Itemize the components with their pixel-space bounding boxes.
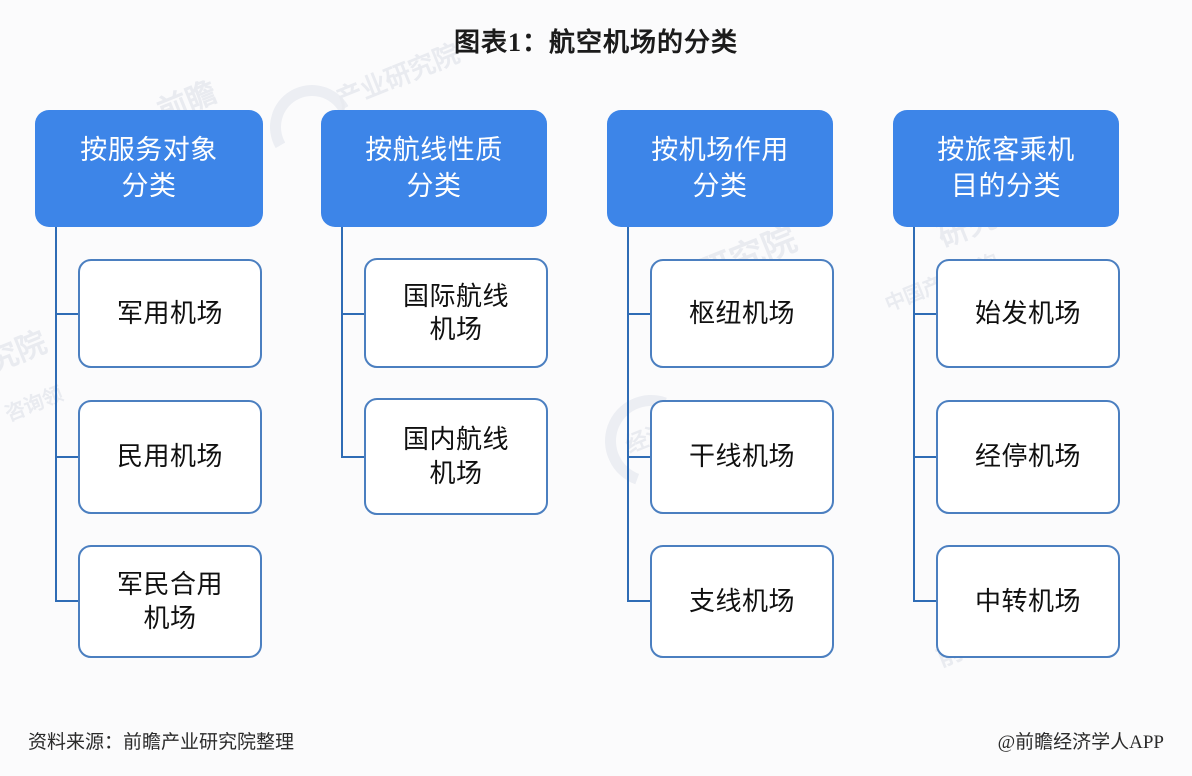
connector-branch bbox=[55, 313, 80, 315]
connector-branch bbox=[913, 456, 938, 458]
child-box-label: 经停机场 bbox=[974, 442, 1081, 472]
column-header-box-4[interactable]: 按旅客乘机 目的分类 bbox=[893, 110, 1119, 227]
child-box[interactable]: 国际航线 机场 bbox=[364, 258, 548, 368]
child-box-label: 军用机场 bbox=[116, 298, 223, 328]
child-box-label: 支线机场 bbox=[688, 586, 795, 616]
brand-credit: @前瞻经济学人APP bbox=[997, 732, 1164, 753]
connector-branch bbox=[341, 313, 366, 315]
child-box-label: 中转机场 bbox=[974, 586, 1081, 616]
child-box-label: 军民合用 机场 bbox=[116, 570, 223, 633]
child-box[interactable]: 经停机场 bbox=[936, 400, 1120, 514]
column-header-box-2[interactable]: 按航线性质 分类 bbox=[321, 110, 547, 227]
connector-trunk bbox=[341, 227, 343, 456]
column-header-label: 按旅客乘机 目的分类 bbox=[937, 134, 1075, 201]
child-box-label: 枢纽机场 bbox=[688, 298, 795, 328]
child-box-label: 民用机场 bbox=[116, 442, 223, 472]
connector-branch bbox=[627, 313, 652, 315]
child-box[interactable]: 军民合用 机场 bbox=[78, 545, 262, 658]
column-header-label: 按机场作用 分类 bbox=[651, 134, 789, 201]
connector-branch bbox=[55, 600, 80, 602]
column-header-box-1[interactable]: 按服务对象 分类 bbox=[35, 110, 263, 227]
connector-branch bbox=[55, 456, 80, 458]
connector-branch bbox=[913, 313, 938, 315]
child-box-label: 国内航线 机场 bbox=[402, 425, 509, 488]
child-box-label: 国际航线 机场 bbox=[402, 281, 509, 344]
child-box-label: 始发机场 bbox=[974, 298, 1081, 328]
connector-trunk bbox=[55, 227, 57, 602]
source-note: 资料来源：前瞻产业研究院整理 bbox=[28, 732, 295, 753]
child-box[interactable]: 干线机场 bbox=[650, 400, 834, 514]
connector-trunk bbox=[627, 227, 629, 602]
column-header-box-3[interactable]: 按机场作用 分类 bbox=[607, 110, 833, 227]
column-header-label: 按航线性质 分类 bbox=[365, 134, 503, 201]
child-box[interactable]: 中转机场 bbox=[936, 545, 1120, 658]
child-box[interactable]: 支线机场 bbox=[650, 545, 834, 658]
child-box[interactable]: 军用机场 bbox=[78, 259, 262, 368]
child-box-label: 干线机场 bbox=[688, 442, 795, 472]
connector-branch bbox=[627, 456, 652, 458]
page-title: 图表1：航空机场的分类 bbox=[453, 28, 738, 57]
child-box[interactable]: 民用机场 bbox=[78, 400, 262, 514]
connector-trunk bbox=[913, 227, 915, 602]
child-box[interactable]: 枢纽机场 bbox=[650, 259, 834, 368]
connector-branch bbox=[627, 600, 652, 602]
column-header-label: 按服务对象 分类 bbox=[80, 134, 218, 201]
child-box[interactable]: 国内航线 机场 bbox=[364, 398, 548, 515]
connector-branch bbox=[913, 600, 938, 602]
connector-branch bbox=[341, 456, 366, 458]
child-box[interactable]: 始发机场 bbox=[936, 259, 1120, 368]
